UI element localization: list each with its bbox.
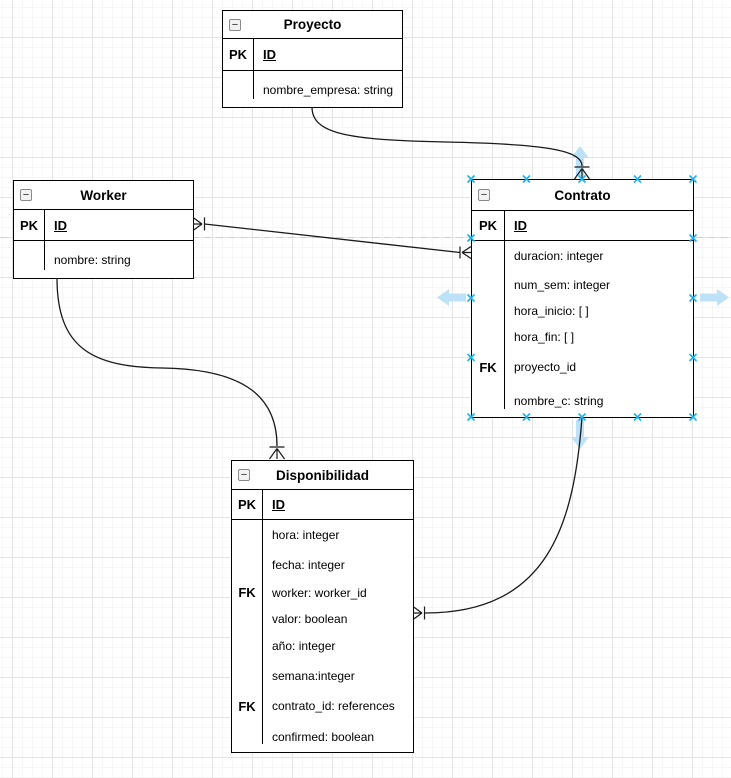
entity-worker-header[interactable]: − Worker (14, 181, 193, 210)
column-divider (504, 210, 505, 409)
field-label: nombre_empresa: string (263, 82, 394, 97)
collapse-icon[interactable]: − (20, 189, 32, 201)
column-divider (253, 38, 254, 99)
entity-title: Worker (80, 187, 127, 203)
field-label: nombre: string (54, 253, 131, 267)
field-label: hora: integer (272, 528, 340, 542)
pk-label: PK (19, 217, 39, 233)
table-row[interactable]: nombre: string (14, 241, 193, 279)
direction-arrow-down-icon[interactable] (571, 420, 589, 449)
pk-label: PK (237, 497, 257, 512)
column-divider (44, 209, 45, 270)
entity-title: Proyecto (283, 17, 342, 32)
table-row[interactable]: nombre_c: string (472, 383, 693, 418)
entity-disponibilidad[interactable]: − Disponibilidad PK ID hora: integer fec… (231, 460, 414, 753)
crowsfoot-disponibilidad-top-icon (269, 446, 285, 460)
direction-arrow-up-icon[interactable] (571, 146, 589, 176)
table-row[interactable]: confirmed: boolean (232, 721, 413, 753)
field-label: confirmed: boolean (272, 730, 375, 744)
field-label: hora_fin: [ ] (514, 330, 575, 344)
table-row[interactable]: hora_inicio: [ ] (472, 298, 693, 323)
pk-field: ID (272, 497, 285, 512)
field-label: fecha: integer (272, 557, 345, 572)
edge-proyecto-contrato[interactable] (311, 106, 583, 167)
table-row[interactable]: hora: integer (232, 520, 413, 550)
entity-title: Disponibilidad (276, 467, 369, 483)
pk-field: ID (263, 47, 276, 62)
table-row[interactable]: FK worker: worker_id (232, 579, 413, 606)
table-row[interactable]: FK contrato_id: references (232, 691, 413, 721)
table-row[interactable]: PK ID (14, 210, 193, 241)
pk-field: ID (514, 218, 527, 233)
entity-proyecto-header[interactable]: − Proyecto (223, 11, 402, 39)
direction-arrow-left-icon[interactable] (437, 289, 466, 306)
table-row[interactable]: PK ID (472, 211, 693, 241)
direction-arrow-right-icon[interactable] (700, 289, 729, 306)
table-row[interactable]: año: integer (232, 631, 413, 661)
field-label: worker: worker_id (272, 585, 367, 600)
entity-worker[interactable]: − Worker PK ID nombre: string (13, 180, 194, 279)
field-label: num_sem: integer (514, 277, 611, 292)
table-row[interactable]: fecha: integer (232, 550, 413, 579)
table-row[interactable]: PK ID (232, 490, 413, 520)
fk-label: FK (479, 359, 497, 375)
edge-worker-disponibilidad[interactable] (56, 277, 278, 447)
entity-proyecto[interactable]: − Proyecto PK ID nombre_empresa: string (222, 10, 403, 108)
fk-label: FK (238, 698, 256, 714)
field-label: hora_inicio: [ ] (514, 303, 589, 318)
collapse-icon[interactable]: − (229, 18, 241, 31)
field-label: año: integer (272, 639, 336, 653)
field-label: proyecto_id (514, 360, 577, 374)
entity-contrato-header[interactable]: − Contrato (472, 180, 693, 211)
table-row[interactable]: semana:integer (232, 661, 413, 691)
field-label: nombre_c: string (514, 393, 604, 408)
pk-label: PK (478, 218, 498, 233)
field-label: semana:integer (272, 669, 355, 683)
crowsfoot-contrato-top-icon (574, 166, 590, 180)
table-row[interactable]: FK proyecto_id (472, 351, 693, 383)
field-label: valor: boolean (272, 611, 348, 626)
table-row[interactable]: duracion: integer (472, 241, 693, 271)
table-row[interactable]: hora_fin: [ ] (472, 323, 693, 351)
entity-disponibilidad-header[interactable]: − Disponibilidad (232, 461, 413, 490)
crowsfoot-disponibilidad-right-icon (412, 606, 426, 620)
pk-label: PK (228, 47, 248, 62)
fk-label: FK (238, 585, 256, 600)
entity-title: Contrato (554, 187, 611, 203)
pk-field: ID (54, 217, 67, 233)
table-row[interactable]: num_sem: integer (472, 271, 693, 298)
table-row[interactable]: nombre_empresa: string (223, 71, 402, 108)
column-divider (262, 489, 263, 744)
crowsfoot-worker-right-icon (192, 217, 206, 231)
crowsfoot-contrato-left-icon (459, 246, 472, 259)
field-label: duracion: integer (514, 249, 604, 263)
table-row[interactable]: PK ID (223, 39, 402, 71)
field-label: contrato_id: references (272, 699, 395, 713)
edge-worker-contrato[interactable] (204, 223, 461, 254)
collapse-icon[interactable]: − (478, 189, 490, 201)
edge-contrato-disponibilidad[interactable] (424, 416, 583, 614)
table-row[interactable]: valor: boolean (232, 606, 413, 631)
collapse-icon[interactable]: − (238, 469, 250, 481)
entity-contrato[interactable]: − Contrato PK ID duracion: integer num_s… (471, 179, 694, 418)
